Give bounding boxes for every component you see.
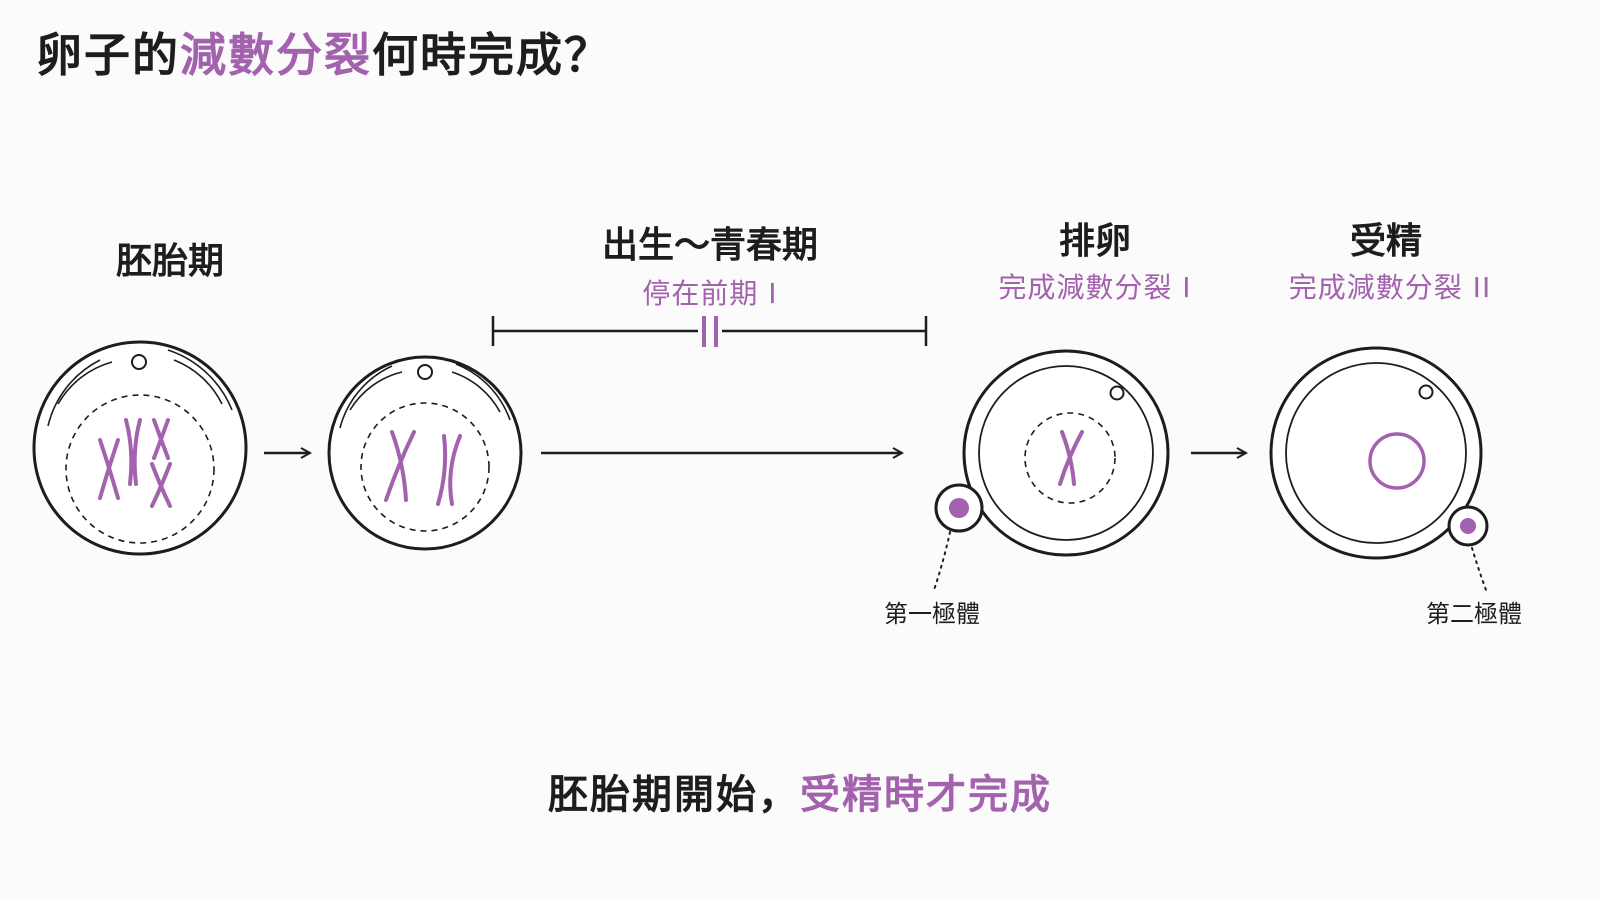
page-title: 卵子的減數分裂何時完成？ <box>36 28 612 83</box>
arrest-bracket <box>491 316 928 346</box>
stage-label-birth-puberty: 出生～青春期 <box>601 225 818 266</box>
footer-prefix: 胚胎期開始， <box>548 772 800 818</box>
fertilized-cell <box>1269 346 1489 591</box>
first-polar-body-pointer <box>933 531 951 591</box>
footer-caption: 胚胎期開始，受精時才完成 <box>0 762 1600 820</box>
second-polar-body-label: 第二極體 <box>1426 600 1522 628</box>
stage-sub-fertilization: 完成減數分裂 II <box>1288 271 1492 304</box>
stage-label-fertilization: 受精 <box>1349 221 1422 262</box>
pause-marker <box>702 316 718 347</box>
title-suffix: 何時完成？ <box>372 28 612 82</box>
nucleus-outline <box>1024 412 1116 504</box>
ovulation-cell <box>933 349 1170 591</box>
stage-label-ovulation: 排卵 <box>1058 221 1131 262</box>
stage-sub-birth-puberty: 停在前期 I <box>642 277 778 310</box>
chromosome-group <box>384 430 462 506</box>
chromosome-group <box>1058 430 1084 486</box>
pronucleus <box>1368 432 1426 490</box>
stage-label-embryo: 胚胎期 <box>115 241 224 282</box>
footer-highlight: 受精時才完成 <box>800 772 1052 818</box>
embryo-cell <box>32 340 248 556</box>
second-polar-body-pointer <box>1471 547 1487 591</box>
first-polar-body-label: 第一極體 <box>884 600 980 628</box>
chromosome-group <box>98 418 172 508</box>
arrested-oocyte-cell <box>327 355 523 551</box>
title-highlight: 減數分裂 <box>180 28 372 82</box>
first-polar-body <box>934 483 984 533</box>
nucleus-outline <box>360 402 490 532</box>
second-polar-body <box>1447 505 1489 547</box>
title-prefix: 卵子的 <box>36 28 180 82</box>
stage-sub-ovulation: 完成減數分裂 I <box>998 271 1192 304</box>
nucleus-outline <box>65 394 215 544</box>
